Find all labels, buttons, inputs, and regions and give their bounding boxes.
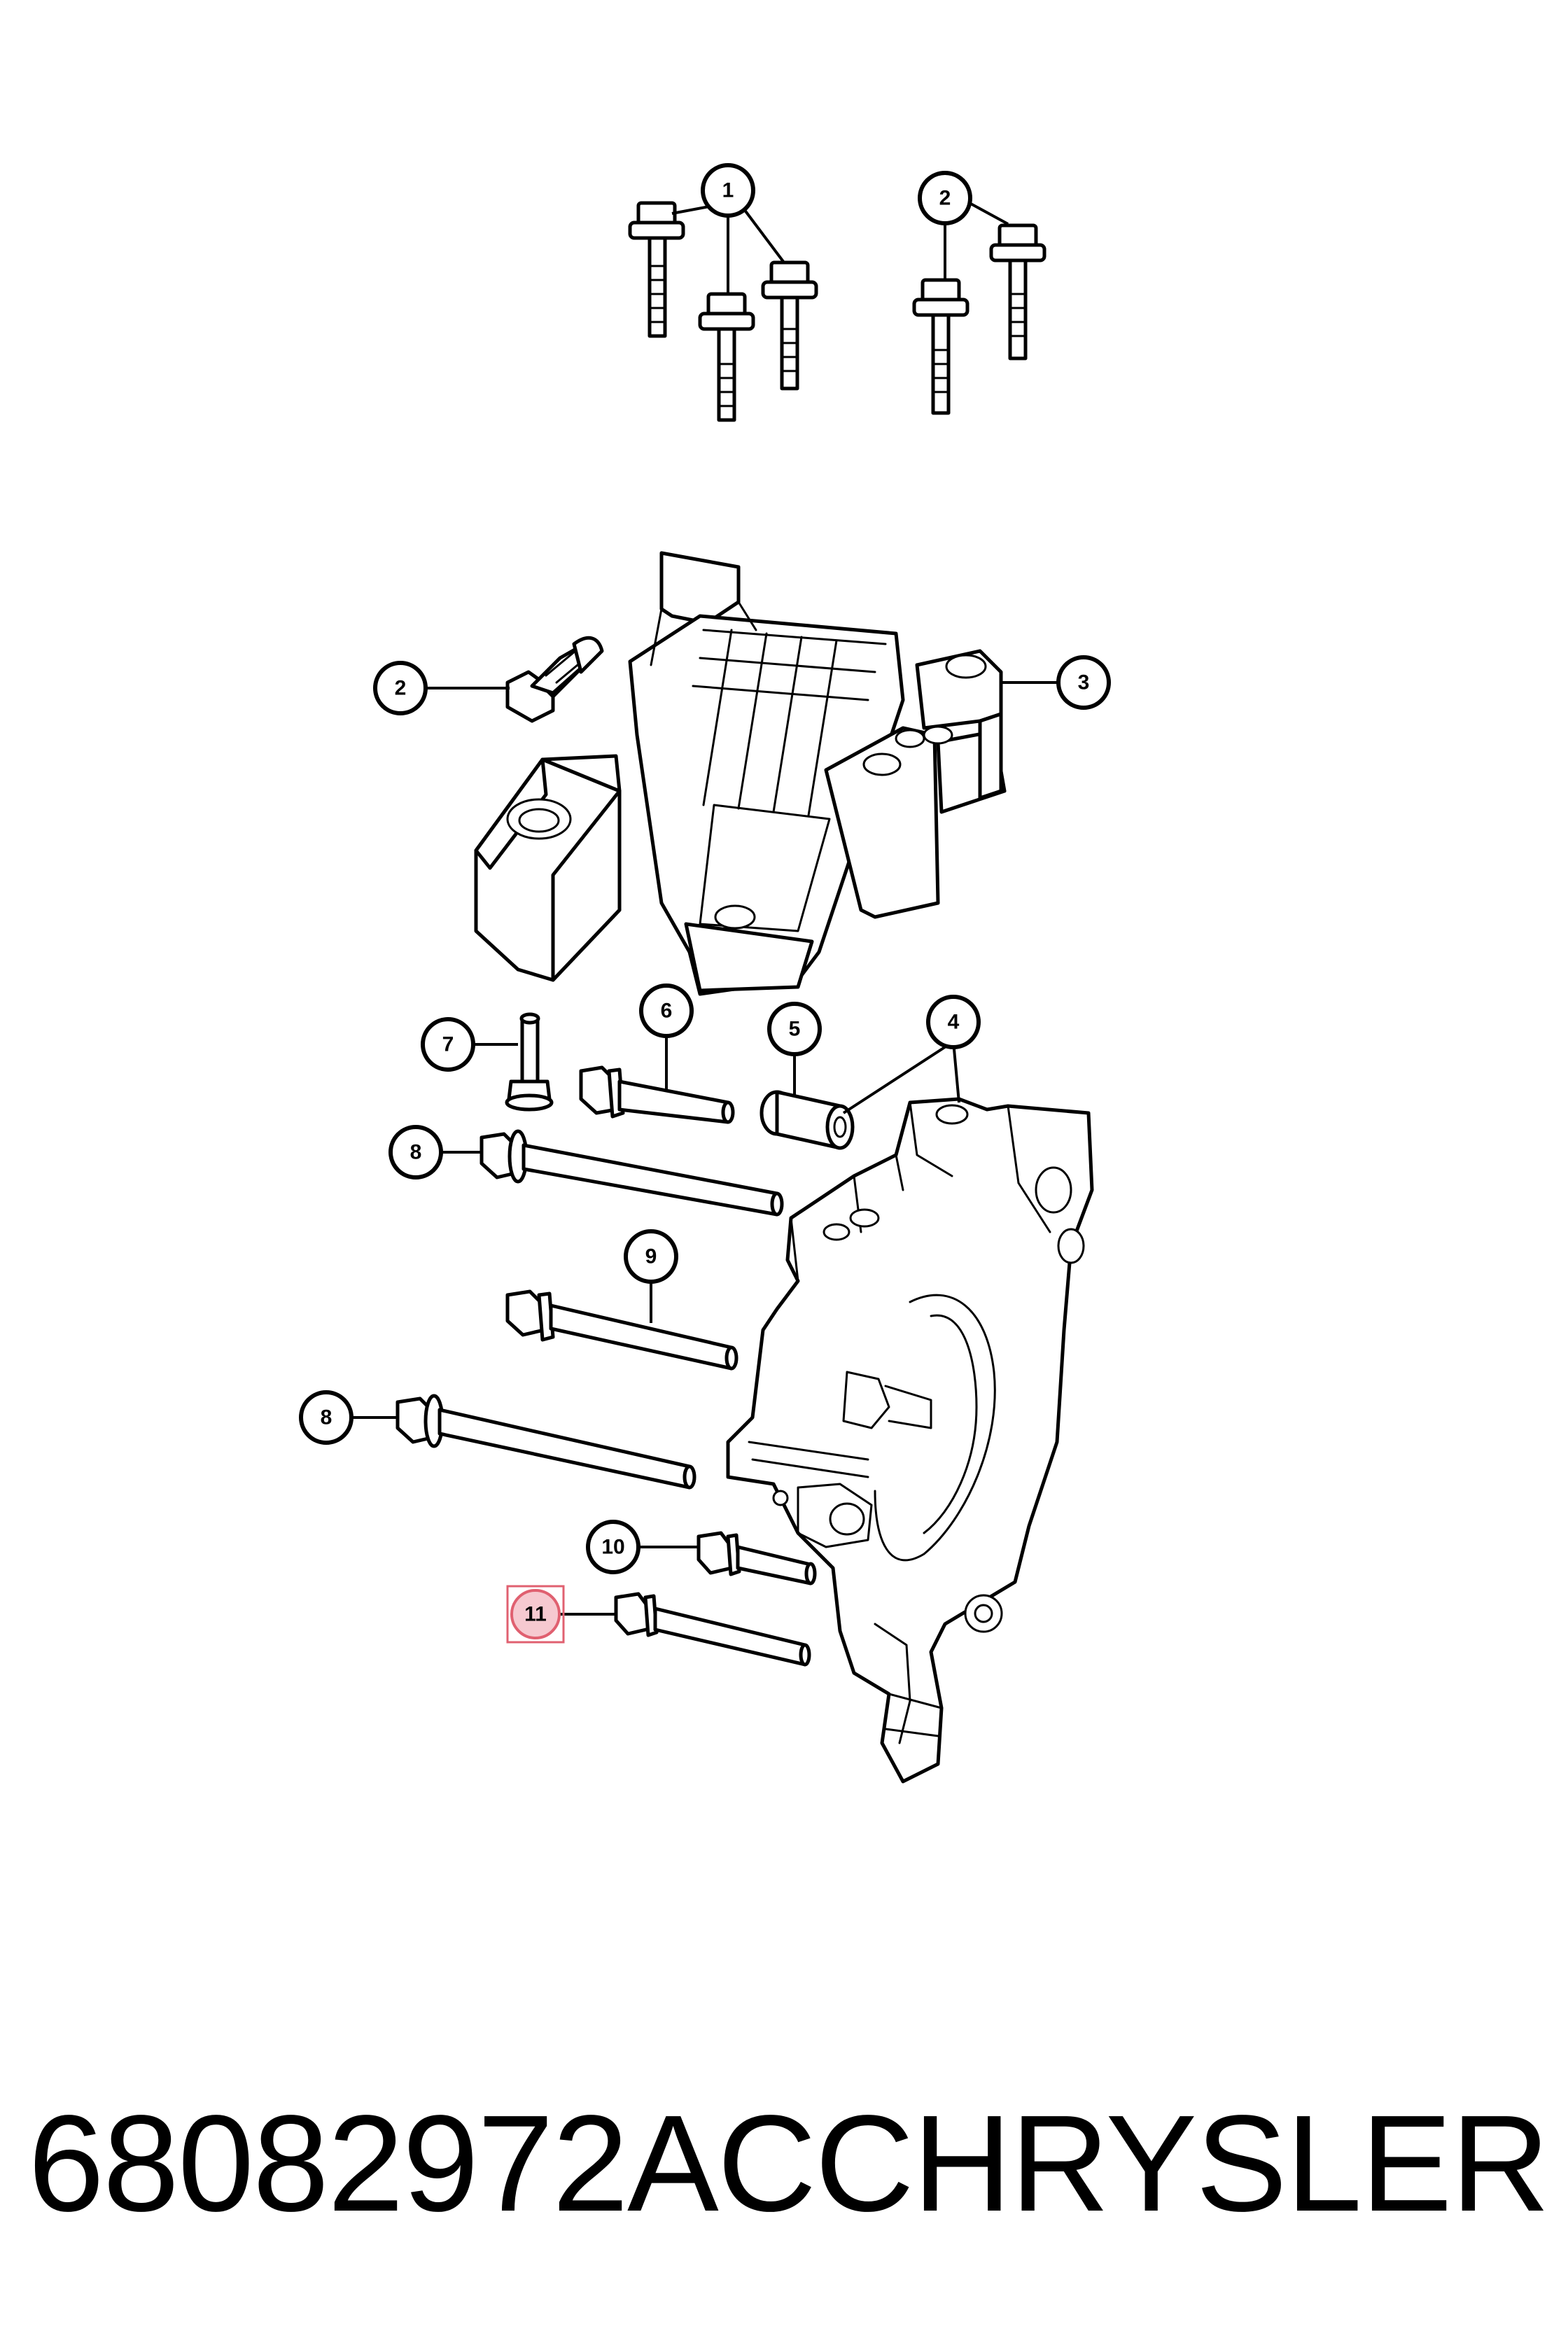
leader-4 [842, 1040, 960, 1114]
bracket-4 [726, 1097, 1094, 1784]
brand-name: CHRYSLER [815, 2086, 1550, 2240]
bolt-2a [912, 278, 969, 415]
callout-5[interactable]: 5 [767, 1002, 822, 1056]
callout-4[interactable]: 4 [926, 995, 981, 1049]
bushing-5 [760, 1090, 855, 1150]
svg-text:10: 10 [601, 1536, 624, 1559]
callout-11[interactable]: 11 [506, 1585, 565, 1644]
svg-text:8: 8 [410, 1141, 422, 1164]
bolt-10 [696, 1531, 817, 1586]
svg-text:2: 2 [395, 677, 407, 700]
svg-text:5: 5 [789, 1018, 801, 1041]
bolt-8-upper [479, 1129, 784, 1217]
bolt-9 [505, 1289, 738, 1371]
bolt-1c [761, 260, 818, 391]
callout-8-lower[interactable]: 8 [299, 1390, 354, 1445]
engine-mount [628, 551, 1007, 996]
mount-block [474, 754, 622, 982]
parts-diagram: 1 2 2 [299, 163, 1111, 1784]
bolt-6 [579, 1065, 735, 1124]
svg-text:2: 2 [939, 187, 951, 210]
svg-text:7: 7 [442, 1033, 454, 1056]
callout-3[interactable]: 3 [1056, 655, 1111, 710]
svg-text:8: 8 [321, 1406, 332, 1429]
bolt-2b [989, 223, 1046, 360]
bolt-8-lower [396, 1394, 696, 1490]
svg-text:3: 3 [1078, 671, 1090, 694]
footer: 68082972AC CHRYSLER [28, 2072, 1550, 2254]
callout-10[interactable]: 10 [586, 1520, 640, 1574]
callout-2-top[interactable]: 2 [918, 171, 972, 225]
svg-text:11: 11 [524, 1603, 547, 1626]
bolt-11 [614, 1592, 811, 1667]
svg-text:1: 1 [722, 179, 734, 202]
callout-6[interactable]: 6 [639, 983, 694, 1038]
svg-text:9: 9 [645, 1245, 657, 1268]
callout-1[interactable]: 1 [701, 163, 755, 218]
stud-7 [505, 1012, 554, 1112]
svg-text:6: 6 [661, 1000, 673, 1023]
bolt-1b [698, 292, 755, 422]
bolt-1a [628, 201, 685, 338]
callout-2-side[interactable]: 2 [373, 661, 428, 715]
callout-8-upper[interactable]: 8 [388, 1125, 443, 1180]
callout-7[interactable]: 7 [421, 1017, 475, 1072]
side-bolt-2 [505, 636, 604, 723]
part-number: 68082972AC [28, 2086, 816, 2240]
callout-9[interactable]: 9 [624, 1229, 678, 1284]
svg-text:4: 4 [948, 1011, 960, 1034]
